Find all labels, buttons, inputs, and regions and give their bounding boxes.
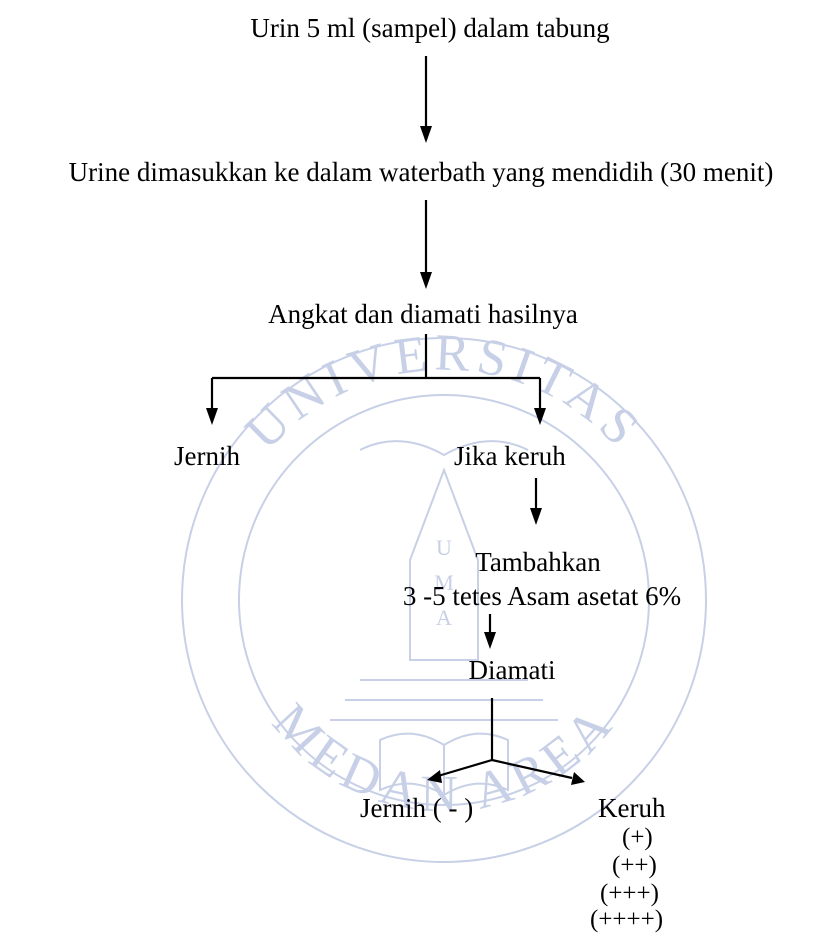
arrow-diamati-to-keruh (491, 758, 573, 780)
grade-3: (+++) (600, 880, 659, 907)
step-add-acetic-acid: 3 -5 tetes Asam asetat 6% (402, 581, 682, 611)
arrowhead-tambahkan (530, 508, 542, 525)
grade-1: (+) (622, 824, 653, 851)
arrow-diamati-to-jernih (437, 758, 493, 778)
arrowhead-jernih-negative (427, 770, 442, 783)
arrowhead-jika-keruh (534, 408, 546, 425)
grade-2: (++) (612, 852, 657, 879)
result-negative: Jernih ( - ) (360, 793, 474, 823)
branch-turbid: Jika keruh (454, 441, 566, 471)
step-observe-result: Angkat dan diamati hasilnya (268, 299, 578, 329)
step-observe-again: Diamati (468, 655, 556, 685)
step-add-label: Tambahkan (475, 547, 601, 577)
arrowhead-step3 (420, 272, 432, 289)
arrowhead-keruh-positive (571, 772, 585, 785)
step-urine-sample: Urin 5 ml (sampel) dalam tabung (250, 13, 610, 43)
arrowhead-diamati (484, 632, 496, 649)
branch-clear: Jernih (174, 441, 240, 471)
arrowhead-jernih (206, 408, 218, 425)
result-positive: Keruh (598, 793, 666, 823)
grade-4: (++++) (590, 906, 664, 933)
arrowhead-step2 (420, 126, 432, 143)
step-waterbath: Urine dimasukkan ke dalam waterbath yang… (68, 157, 774, 187)
